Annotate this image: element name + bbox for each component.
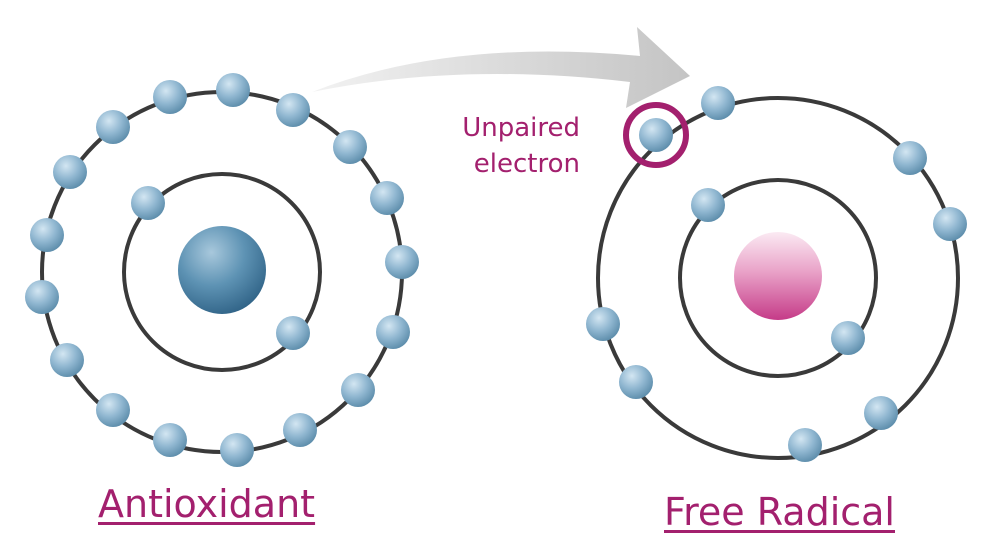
free-radical-electrons xyxy=(586,86,967,462)
free-radical-electron xyxy=(701,86,735,120)
antioxidant-electron xyxy=(50,343,84,377)
unpaired-electron-highlight xyxy=(623,102,689,168)
antioxidant-electron xyxy=(341,373,375,407)
antioxidant-electron xyxy=(376,315,410,349)
free-radical-caption: Free Radical xyxy=(664,490,895,534)
free-radical-atom xyxy=(586,86,967,462)
antioxidant-electron xyxy=(220,433,254,467)
free-radical-electron xyxy=(788,428,822,462)
antioxidant-electron xyxy=(333,130,367,164)
antioxidant-electron xyxy=(385,245,419,279)
unpaired-electron xyxy=(639,118,673,152)
free-radical-electron xyxy=(831,321,865,355)
antioxidant-atom xyxy=(25,73,419,467)
transfer-arrow xyxy=(312,27,690,108)
antioxidant-electron xyxy=(153,423,187,457)
free-radical-electron xyxy=(691,188,725,222)
free-radical-electron xyxy=(619,365,653,399)
unpaired-electron-label: Unpaired electron xyxy=(440,110,580,182)
free-radical-electron xyxy=(933,207,967,241)
antioxidant-electron xyxy=(276,93,310,127)
antioxidant-electron xyxy=(370,181,404,215)
antioxidant-electron xyxy=(30,218,64,252)
antioxidant-electron xyxy=(216,73,250,107)
free-radical-inner-orbit xyxy=(678,178,878,378)
antioxidant-electron xyxy=(96,110,130,144)
free-radical-outer-orbit xyxy=(596,96,960,460)
antioxidant-inner-orbit xyxy=(122,172,322,372)
antioxidant-electron xyxy=(131,186,165,220)
antioxidant-electrons xyxy=(25,73,419,467)
free-radical-electron xyxy=(893,141,927,175)
antioxidant-caption: Antioxidant xyxy=(98,482,316,526)
antioxidant-electron xyxy=(96,393,130,427)
antioxidant-nucleus xyxy=(178,226,266,314)
antioxidant-electron xyxy=(276,316,310,350)
free-radical-nucleus xyxy=(734,232,822,320)
free-radical-electron xyxy=(586,307,620,341)
unpaired-label-line1: Unpaired xyxy=(462,113,580,143)
antioxidant-electron xyxy=(283,413,317,447)
unpaired-label-line2: electron xyxy=(473,149,580,179)
antioxidant-electron xyxy=(153,80,187,114)
antioxidant-electron xyxy=(53,155,87,189)
free-radical-electron xyxy=(864,396,898,430)
antioxidant-electron xyxy=(25,280,59,314)
